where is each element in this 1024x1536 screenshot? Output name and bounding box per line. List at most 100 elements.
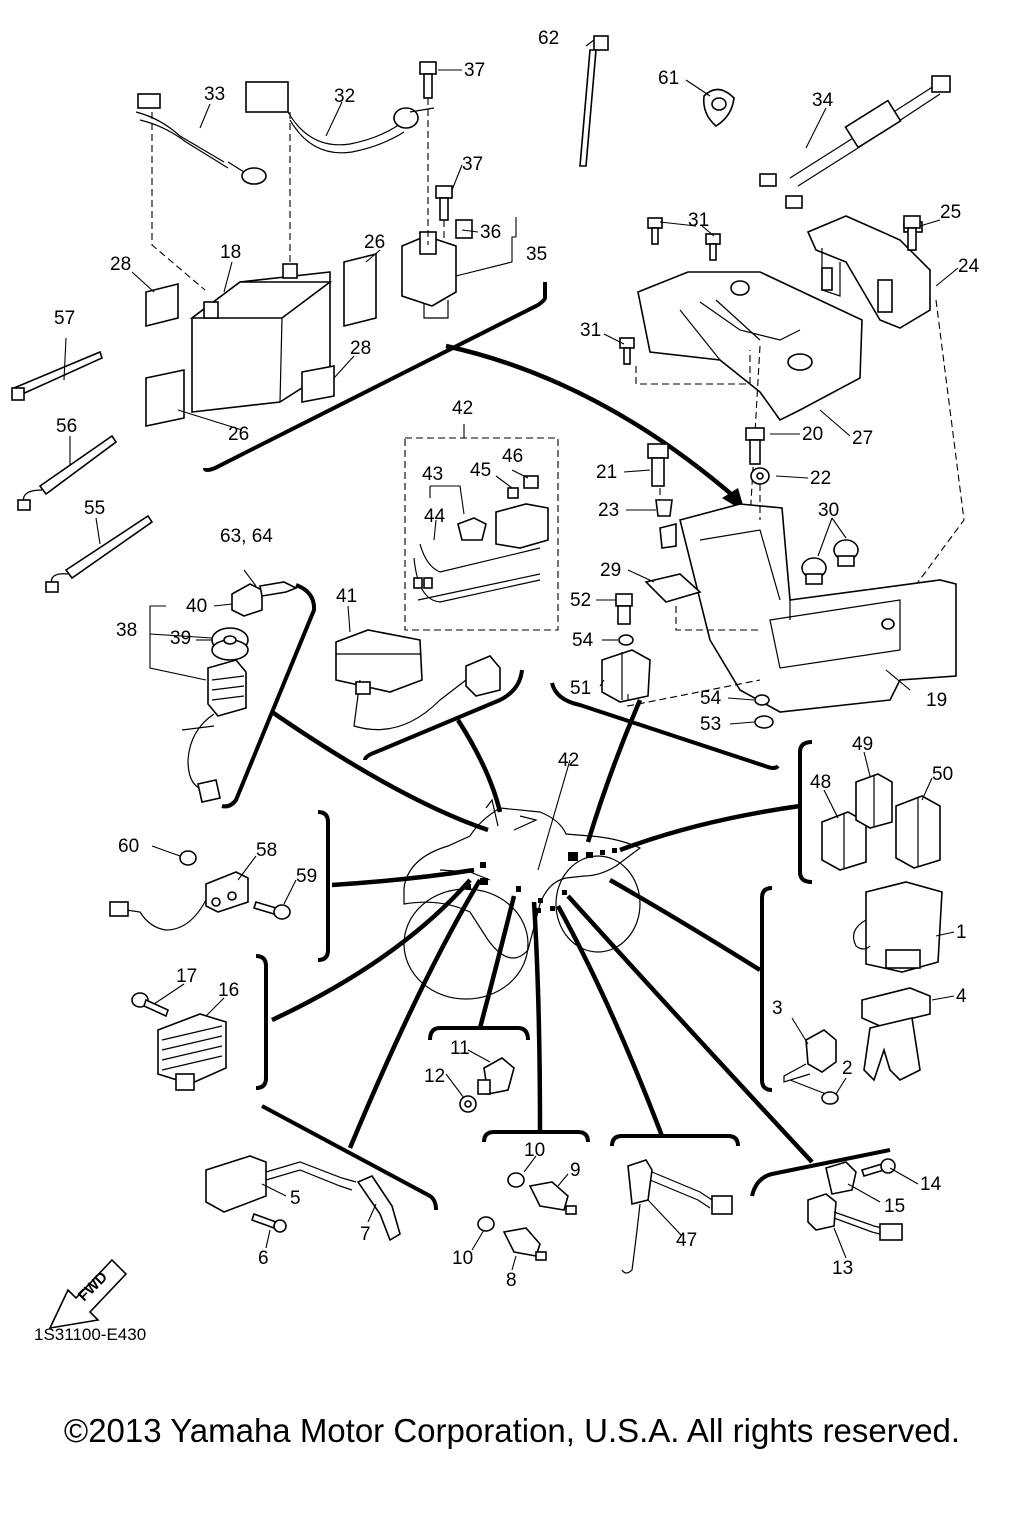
callout-10a: 10	[524, 1140, 545, 1161]
callout-2: 2	[842, 1058, 853, 1079]
bolt-21	[647, 443, 669, 487]
cable-band-55	[45, 514, 154, 593]
callout-61: 61	[658, 68, 679, 89]
callout-13: 13	[832, 1258, 853, 1279]
callout-31b: 31	[580, 320, 601, 341]
callout-36: 36	[480, 222, 501, 243]
bracket-3	[783, 1029, 837, 1083]
copyright-notice: ©2013 Yamaha Motor Corporation, U.S.A. A…	[63, 1412, 961, 1449]
callout-21: 21	[596, 462, 617, 483]
callout-45: 45	[470, 460, 491, 481]
relay-51	[601, 649, 651, 703]
indicator-group-bracket	[363, 669, 524, 761]
sender-9	[528, 1181, 577, 1215]
callout-25: 25	[940, 202, 961, 223]
callout-16: 16	[218, 980, 239, 1001]
callout-49: 49	[852, 734, 873, 755]
ignition-coil-group-bracket	[261, 1104, 438, 1211]
main-switch-group-bracket	[221, 583, 317, 809]
callout-28b: 28	[350, 338, 371, 359]
callout-34: 34	[812, 90, 834, 111]
battery-box-upper-27	[637, 271, 863, 422]
callout-11: 11	[450, 1038, 470, 1059]
pad-29	[644, 573, 702, 603]
callout-leaders	[63, 39, 959, 1271]
callout-52: 52	[570, 590, 591, 611]
callout-33: 33	[204, 84, 225, 105]
callout-15: 15	[884, 1196, 905, 1217]
bolt-14	[860, 1158, 896, 1177]
rear-brake-switch-47	[621, 1159, 733, 1274]
callout-60: 60	[118, 836, 139, 857]
callout-53: 53	[700, 714, 721, 735]
relay-48	[821, 811, 867, 871]
callout-30: 30	[818, 500, 839, 521]
starter-relay	[401, 219, 473, 319]
callout-6: 6	[258, 1248, 269, 1269]
callout-42b: 42	[558, 750, 579, 771]
callout-14: 14	[920, 1174, 942, 1195]
callout-41: 41	[336, 586, 357, 607]
callout-23: 23	[598, 500, 619, 521]
callout-8: 8	[506, 1270, 517, 1291]
callout-56: 56	[56, 416, 77, 437]
clamp-15	[825, 1161, 857, 1195]
battery-negative-lead	[135, 93, 267, 185]
callout-24: 24	[958, 256, 980, 277]
sensor-13	[807, 1193, 903, 1241]
diagram-code: 1S31100-E430	[34, 1325, 146, 1344]
washer-54	[618, 634, 770, 706]
callout-42a: 42	[452, 398, 473, 419]
sidestand-switch-58	[109, 871, 249, 931]
washer-22	[750, 467, 770, 485]
cushions-30	[801, 539, 859, 585]
battery-pads	[145, 252, 377, 427]
center-leader-lines	[270, 343, 814, 1164]
callout-40: 40	[186, 596, 207, 617]
cover-group-bracket	[550, 682, 780, 770]
motorcycle-outline	[403, 798, 642, 1000]
pickup-sensor-group-bracket	[750, 1148, 891, 1197]
callout-48: 48	[810, 772, 831, 793]
callout-50: 50	[932, 764, 953, 785]
bolt-25	[903, 215, 921, 251]
bracket-bolts-31	[619, 217, 721, 365]
bolt-2	[789, 1079, 839, 1105]
battery-group-bracket	[203, 282, 547, 472]
gasket-12	[459, 1095, 477, 1113]
bolt-59	[252, 901, 291, 920]
callout-39: 39	[170, 628, 191, 649]
ecu-1	[853, 881, 943, 973]
callout-47: 47	[676, 1230, 697, 1251]
rectifier-regulator-16	[157, 1013, 227, 1091]
rear-light-switch-group-bracket	[610, 1134, 740, 1147]
callout-37b: 37	[462, 154, 483, 175]
callout-54a: 54	[572, 630, 594, 651]
bolt-20	[745, 427, 765, 465]
relay-bolts	[419, 61, 453, 221]
bolt-17	[131, 992, 169, 1018]
ecu-group-bracket	[760, 886, 773, 1092]
callout-51: 51	[570, 678, 591, 699]
electrical-parts-diagram: FWD	[11, 28, 980, 1344]
fuse-box-dashed-border	[404, 437, 559, 631]
main-switch-38	[181, 659, 247, 803]
key-63-64	[231, 581, 298, 617]
callout-32: 32	[334, 86, 355, 107]
callout-12: 12	[424, 1066, 445, 1087]
callout-62: 62	[538, 28, 559, 49]
rectifier-group-bracket	[255, 954, 268, 1090]
callout-46: 46	[502, 446, 523, 467]
callout-58: 58	[256, 840, 277, 861]
bolt-52	[615, 593, 633, 625]
battery-positive-lead	[245, 81, 435, 154]
relay-49	[855, 773, 893, 829]
cable-band-62	[579, 35, 609, 167]
callout-20: 20	[802, 424, 823, 445]
callout-31a: 31	[688, 210, 709, 231]
callout-18: 18	[220, 242, 241, 263]
cover-dash-lines	[627, 484, 761, 707]
battery-dash-lines	[151, 98, 445, 291]
callout-55: 55	[84, 498, 105, 519]
callout-28a: 28	[110, 254, 131, 275]
